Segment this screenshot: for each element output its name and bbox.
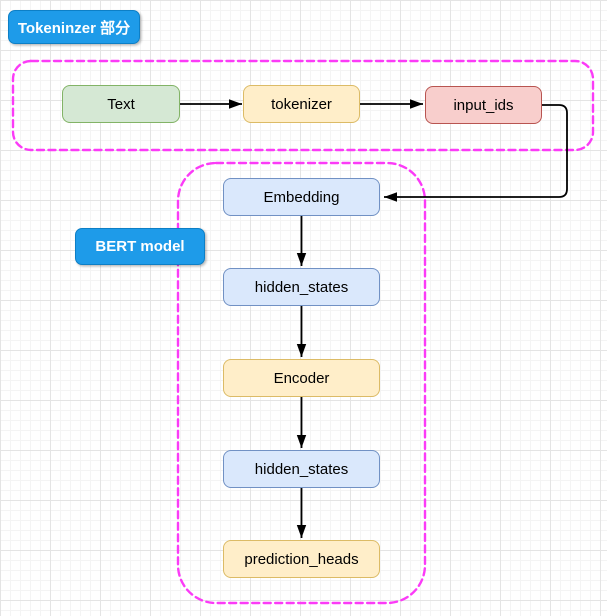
node-embedding[interactable]: Embedding xyxy=(223,178,380,216)
node-tokenizer[interactable]: tokenizer xyxy=(243,85,360,123)
node-hidden-states-2[interactable]: hidden_states xyxy=(223,450,380,488)
node-hidden-states-1[interactable]: hidden_states xyxy=(223,268,380,306)
node-input-ids[interactable]: input_ids xyxy=(425,86,542,124)
node-encoder[interactable]: Encoder xyxy=(223,359,380,397)
label-bert-model[interactable]: BERT model xyxy=(75,228,205,265)
edge-input-ids-to-embedding[interactable] xyxy=(384,104,568,202)
tokenizer-section-container[interactable] xyxy=(11,59,595,152)
bert-model-container[interactable] xyxy=(176,161,427,605)
node-prediction-heads[interactable]: prediction_heads xyxy=(223,540,380,578)
node-text[interactable]: Text xyxy=(62,85,180,123)
label-tokenizer-section[interactable]: Tokeninzer 部分 xyxy=(8,10,140,44)
